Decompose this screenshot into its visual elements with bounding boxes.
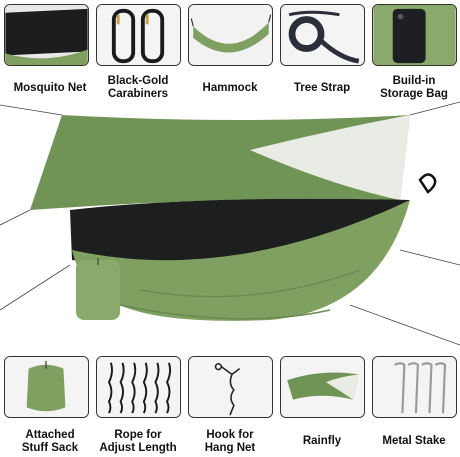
rope-thumbnail <box>96 356 181 418</box>
hammock-hero-illustration <box>0 101 460 346</box>
carabiners-thumbnail <box>96 4 181 66</box>
label-tree-strap: Tree Strap <box>293 82 351 94</box>
hook-thumbnail <box>188 356 273 418</box>
label-mosquito-net: Mosquito Net <box>13 82 87 94</box>
label-hammock: Hammock <box>202 82 258 94</box>
metal-stake-thumbnail <box>372 356 457 418</box>
label-rainfly: Rainfly <box>302 435 342 447</box>
storage-bag-thumbnail <box>372 4 457 66</box>
tree-strap-thumbnail <box>280 4 365 66</box>
mosquito-net-thumbnail <box>4 4 89 66</box>
stuff-sack-thumbnail <box>4 356 89 418</box>
hammock-thumbnail <box>188 4 273 66</box>
label-metal-stake: Metal Stake <box>382 435 446 447</box>
rainfly-thumbnail <box>280 356 365 418</box>
